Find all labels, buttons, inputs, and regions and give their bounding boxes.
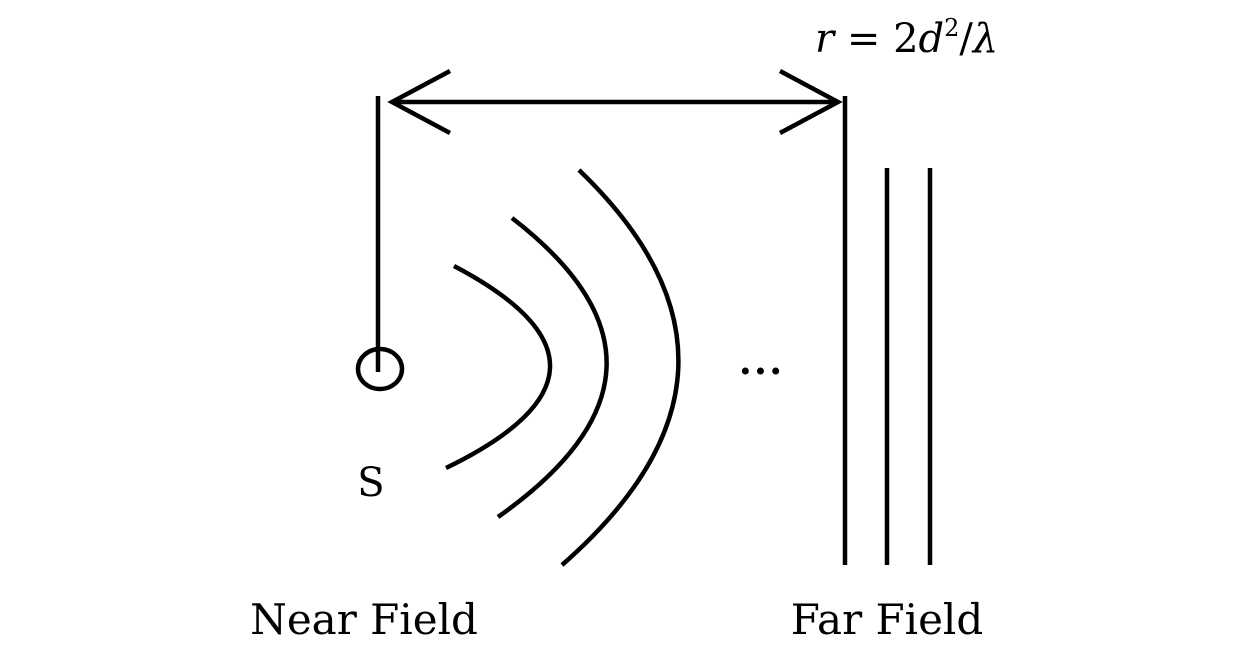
distance-arrow (387, 69, 843, 135)
formula-equals: = (834, 16, 893, 62)
wavefront-arc-2 (496, 216, 609, 519)
ellipsis: ••• (738, 358, 783, 386)
distance-formula: r = 2d2/λ (815, 14, 998, 62)
far-field-label: Far Field (791, 595, 984, 644)
formula-exponent: 2 (944, 14, 959, 42)
arrow-head-right (778, 69, 843, 135)
formula-coefficient: 2 (893, 16, 918, 62)
wavefront-arc-3 (560, 168, 681, 567)
source-label: S (357, 460, 384, 506)
near-field-label: Near Field (250, 595, 478, 644)
formula-variable: d (919, 16, 945, 62)
wavefront-arc-1 (445, 264, 553, 471)
near-field-wavefronts (445, 168, 681, 567)
arrow-head-left (387, 69, 452, 135)
formula-lhs: r (815, 16, 837, 62)
far-field-wavefronts (842, 168, 933, 565)
formula-denominator: λ (971, 16, 998, 62)
formula-divider: / (959, 16, 973, 62)
source-circle (355, 346, 405, 392)
